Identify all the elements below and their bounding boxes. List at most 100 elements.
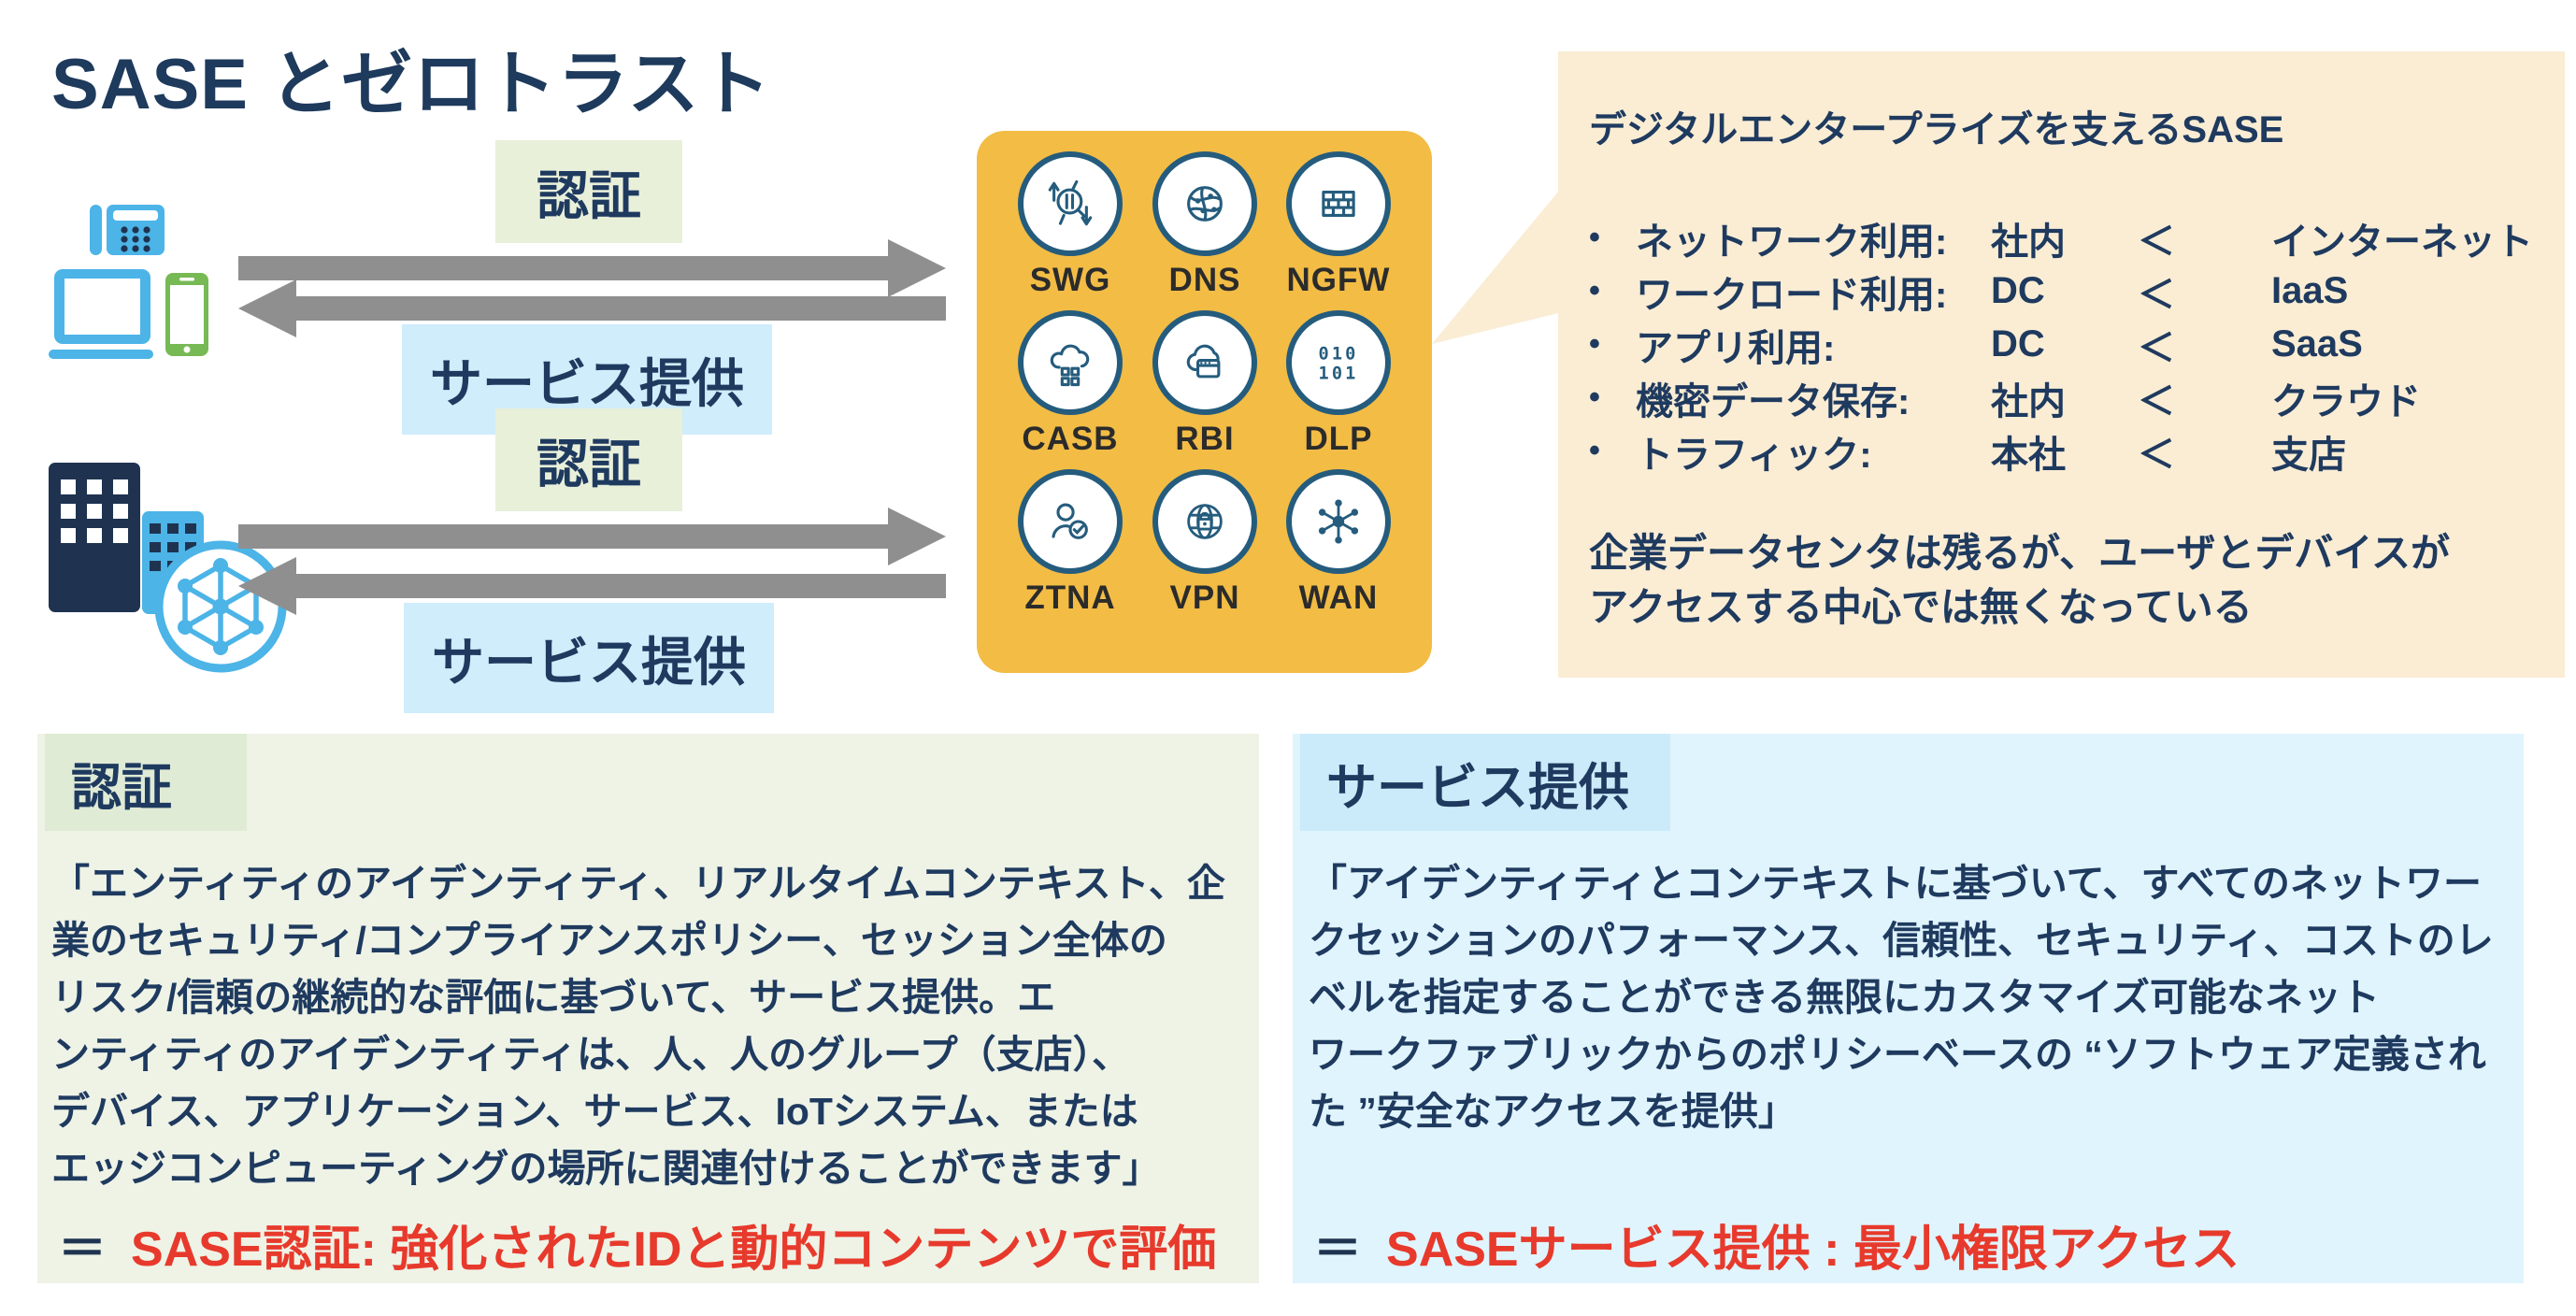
service-label: CASB: [1022, 421, 1119, 457]
less-than-sign: ＜: [2138, 327, 2175, 369]
service-label-bottom-text: サービス提供: [432, 632, 746, 692]
bullet-right-value: 支店: [2271, 434, 2346, 476]
service-body-line: 「アイデンティティとコンテキストに基づいて、すべてのネットワー: [1309, 862, 2483, 905]
dlp-icon: 010 101: [1286, 310, 1391, 415]
sase-callout-box: [1558, 51, 2565, 678]
bullet-right-value: SaaS: [2271, 323, 2363, 365]
service-ztna: ZTNA: [1009, 469, 1131, 617]
auth-conclusion-text: SASE認証: 強化されたIDと動的コンテンツで評価: [131, 1223, 1217, 1277]
service-label: DLP: [1304, 421, 1373, 457]
auth-conclusion: ＝ SASE認証: 強化されたIDと動的コンテンツで評価: [58, 1209, 1216, 1280]
bullet-left-value: 本社: [1991, 434, 2066, 476]
equals-sign: ＝: [58, 1223, 107, 1277]
service-swg: SWG: [1009, 151, 1131, 299]
bullet-label: ネットワーク利用:: [1636, 221, 1948, 263]
auth-body-line: リスク/信頼の継続的な評価に基づいて、サービス提供。エ: [51, 976, 1056, 1019]
service-arrow-2-head: [238, 557, 296, 615]
bullet-left-value: DC: [1991, 270, 2045, 311]
desk-phone-icon: [89, 201, 171, 259]
service-label: ZTNA: [1024, 579, 1116, 616]
auth-body-line: デバイス、アプリケーション、サービス、IoTシステム、または: [51, 1090, 1138, 1133]
service-label: DNS: [1168, 262, 1241, 298]
casb-icon: [1018, 310, 1123, 415]
bullet-right-value: IaaS: [2271, 270, 2349, 311]
auth-label-bottom: 認証: [495, 408, 682, 511]
bullet-icon: •: [1589, 433, 1600, 468]
service-label: VPN: [1169, 579, 1240, 616]
service-label: RBI: [1175, 421, 1235, 457]
page-title: SASE とゼロトラスト: [51, 45, 772, 124]
callout-note: 企業データセンタは残るが、ユーザとデバイスが アクセスする中心では無くなっている: [1589, 526, 2450, 635]
bullet-left-value: 社内: [1991, 221, 2066, 263]
bullet-label: ワークロード利用:: [1636, 274, 1948, 316]
auth-body-line: 「エンティティのアイデンティティ、リアルタイムコンテキスト、企: [51, 862, 1225, 905]
auth-panel-header: 認証: [45, 734, 247, 831]
less-than-sign: ＜: [2138, 434, 2175, 476]
service-label: NGFW: [1286, 262, 1391, 298]
vpn-icon: [1152, 469, 1257, 574]
service-body-line: た ”安全なアクセスを提供」: [1309, 1090, 1796, 1133]
auth-label-top-text: 認証: [537, 165, 641, 225]
svg-text:101: 101: [1319, 364, 1359, 383]
service-label-bottom: サービス提供: [404, 603, 774, 713]
service-casb: CASB: [1009, 310, 1131, 458]
bullet-label: 機密データ保存:: [1636, 380, 1911, 422]
service-wan: WAN: [1278, 469, 1399, 617]
less-than-sign: ＜: [2138, 221, 2175, 263]
bullet-icon: •: [1589, 220, 1600, 255]
dns-icon: [1152, 151, 1257, 256]
callout-bullet-list: • ネットワーク利用: 社内 ＜ インターネット • ワークロード利用: DC …: [1589, 211, 2533, 478]
less-than-sign: ＜: [2138, 380, 2175, 422]
rbi-icon: [1152, 310, 1257, 415]
auth-panel-body: 「エンティティのアイデンティティ、リアルタイムコンテキスト、企 業のセキュリティ…: [51, 855, 1225, 1197]
office-building-icon: [49, 463, 140, 612]
service-body-line: ワークファブリックからのポリシーベースの “ソフトウェア定義され: [1309, 1033, 2486, 1076]
service-panel-header: サービス提供: [1300, 734, 1670, 831]
service-panel-header-text: サービス提供: [1326, 759, 1629, 816]
swg-icon: [1018, 151, 1123, 256]
callout-note-line: アクセスする中心では無くなっている: [1589, 585, 2253, 629]
bullet-right-value: インターネット: [2271, 221, 2533, 263]
service-panel-body: 「アイデンティティとコンテキストに基づいて、すべてのネットワー クセッションのパ…: [1309, 855, 2494, 1140]
service-vpn: VPN: [1144, 469, 1266, 617]
smartphone-icon: [165, 273, 210, 358]
auth-panel-header-text: 認証: [71, 759, 172, 816]
auth-body-line: ンティティのアイデンティティは、人、人のグループ（支店）、: [51, 1033, 1131, 1076]
auth-arrow-2-head: [888, 508, 946, 565]
service-ngfw: NGFW: [1278, 151, 1399, 299]
ngfw-icon: [1286, 151, 1391, 256]
service-conclusion-text: SASEサービス提供 : 最小権限アクセス: [1386, 1223, 2240, 1277]
service-body-line: クセッションのパフォーマンス、信頼性、セキュリティ、コストのレ: [1309, 919, 2494, 962]
equals-sign: ＝: [1313, 1223, 1363, 1277]
sase-services-box: SWG DNS: [977, 131, 1432, 673]
bullet-icon: •: [1589, 273, 1600, 308]
service-arrow-2-body: [296, 574, 946, 598]
service-rbi: RBI: [1144, 310, 1266, 458]
laptop-icon: [49, 269, 159, 361]
service-body-line: ベルを指定することができる無限にカスタマイズ可能なネット: [1309, 976, 2380, 1019]
auth-label-top: 認証: [495, 140, 682, 243]
bullet-left-value: DC: [1991, 323, 2045, 365]
bullet-left-value: 社内: [1991, 380, 2066, 422]
callout-title: デジタルエンタープライズを支えるSASE: [1589, 109, 2284, 150]
auth-label-bottom-text: 認証: [537, 434, 641, 494]
service-dns: DNS: [1144, 151, 1266, 299]
auth-arrow-2-body: [238, 524, 888, 549]
auth-arrow-1-body: [238, 256, 888, 280]
bullet-label: トラフィック:: [1636, 434, 1872, 476]
service-label-top-text: サービス提供: [430, 353, 744, 413]
service-label: SWG: [1029, 262, 1111, 298]
callout-note-line: 企業データセンタは残るが、ユーザとデバイスが: [1589, 531, 2451, 575]
wan-icon: [1286, 469, 1391, 574]
auth-body-line: 業のセキュリティ/コンプライアンスポリシー、セッション全体の: [51, 919, 1167, 962]
service-label: WAN: [1298, 579, 1379, 616]
service-arrow-1-head: [238, 279, 296, 337]
service-arrow-1-body: [296, 296, 946, 321]
auth-body-line: エッジコンピューティングの場所に関連付けることができます」: [51, 1147, 1161, 1190]
ztna-icon: [1018, 469, 1123, 574]
bullet-icon: •: [1589, 379, 1600, 415]
bullet-label: アプリ利用:: [1636, 327, 1836, 369]
service-dlp: 010 101 DLP: [1278, 310, 1399, 458]
service-conclusion: ＝ SASEサービス提供 : 最小権限アクセス: [1313, 1209, 2240, 1280]
